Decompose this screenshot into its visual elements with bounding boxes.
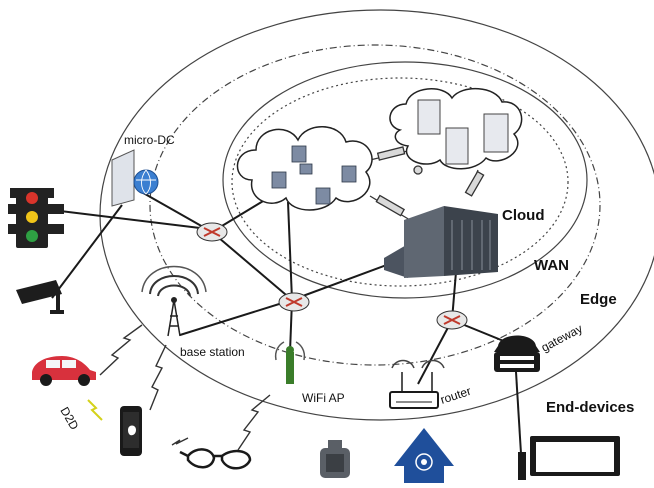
cctv-camera-icon — [16, 280, 64, 314]
smart-glasses-icon — [179, 448, 252, 470]
edge-label: Edge — [580, 291, 617, 308]
phone-icon — [120, 406, 142, 456]
server-rack-icon — [384, 206, 498, 278]
wireless-links — [99, 324, 271, 451]
wan-label: WAN — [534, 257, 569, 274]
micro-dc — [111, 149, 159, 207]
edge-ring — [149, 44, 601, 366]
wifi-router-icon — [389, 359, 445, 409]
antenna-icon — [141, 265, 207, 337]
base-station-label: base station — [180, 345, 245, 359]
file-server-units — [417, 99, 509, 165]
connector-2-icon — [464, 170, 485, 197]
router-top — [196, 222, 228, 242]
cloud-ring — [231, 77, 569, 287]
connector-3-icon — [375, 194, 406, 217]
fiber-connectors — [369, 146, 485, 221]
micro-dc-icon — [111, 149, 135, 207]
d2d-label: D2D — [57, 405, 81, 433]
micro-dc-label: micro-DC — [124, 133, 175, 147]
globe-icon — [133, 169, 159, 195]
desktop-monitor-icon — [518, 436, 620, 480]
car-icon — [32, 356, 96, 386]
router-center — [278, 292, 310, 312]
smartwatch-icon — [320, 440, 350, 478]
smart-home-icon — [394, 428, 454, 483]
cloud-label: Cloud — [502, 207, 545, 224]
wifi-tower-icon — [274, 341, 306, 384]
wan-ring — [222, 61, 588, 299]
router-label: router — [439, 384, 473, 407]
traffic-light-icon — [8, 188, 64, 248]
end-devices-label: End-devices — [546, 399, 634, 416]
gateway-label: gateway — [539, 321, 585, 354]
blade-servers — [271, 145, 357, 205]
cloud-file-servers — [389, 87, 523, 170]
cloud-servers — [236, 126, 373, 211]
gateway-icon — [494, 335, 540, 372]
connector-1-icon — [376, 146, 406, 161]
router-right — [436, 310, 468, 330]
wifi-ap-label: WiFi AP — [302, 391, 345, 405]
connector-plug-icon — [413, 165, 423, 175]
